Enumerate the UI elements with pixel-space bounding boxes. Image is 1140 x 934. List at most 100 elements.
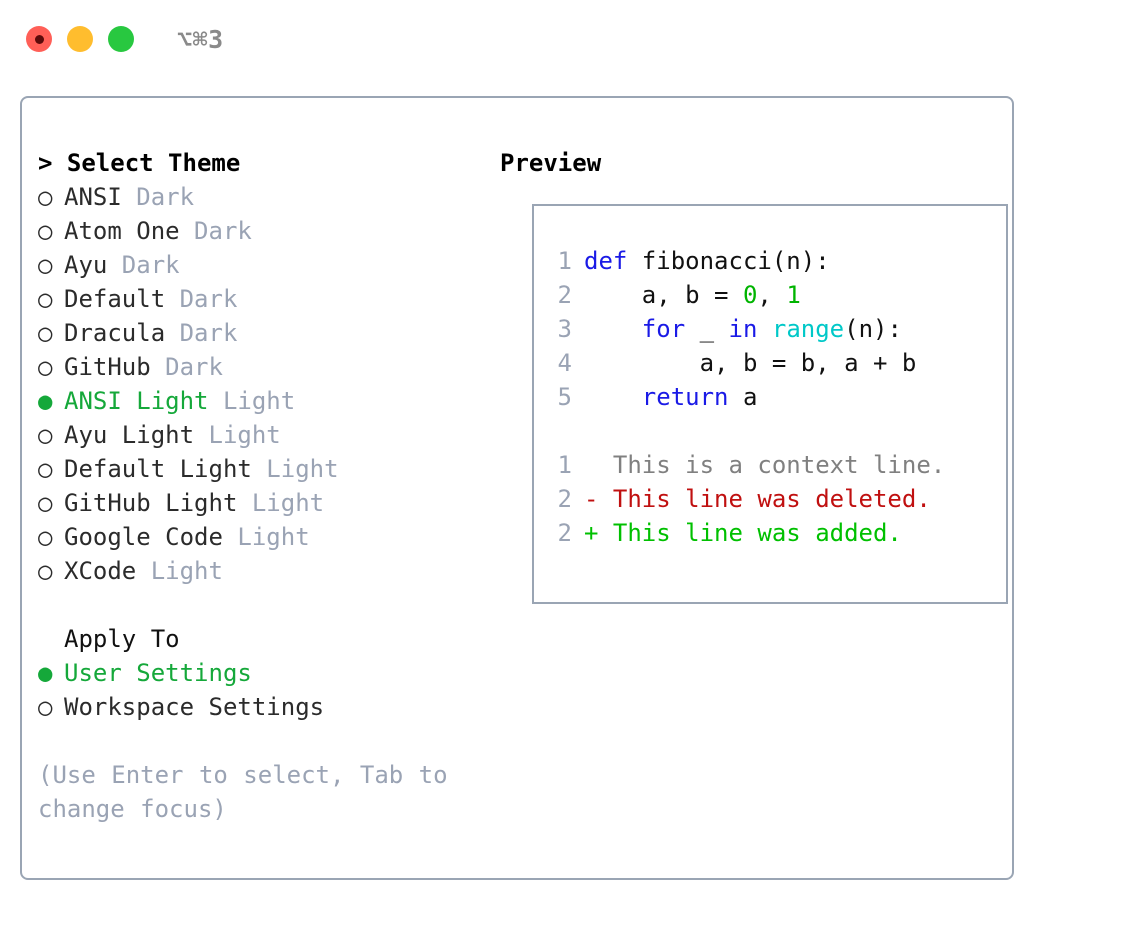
shortcut-label: ⌥⌘3 [177, 24, 224, 54]
page-title: Select Theme [66, 149, 241, 177]
radio-unselected-icon: ○ [38, 455, 53, 483]
theme-option-default[interactable]: ○Default Dark [38, 282, 478, 316]
code-token [757, 315, 771, 343]
code-line: 3 for _ in range(n): [546, 312, 1000, 346]
theme-option-label: Ayu Light [64, 421, 195, 449]
theme-option-tag: Light [251, 455, 339, 483]
hint-spacer [38, 724, 478, 758]
keyboard-hint: (Use Enter to select, Tab to change focu… [38, 761, 448, 823]
code-diff-separator [546, 414, 1000, 448]
theme-option-github-light[interactable]: ○ GitHub Light Light [38, 486, 478, 520]
code-token: return [641, 383, 729, 411]
theme-option-google-code[interactable]: ○ Google Code Light [38, 520, 478, 554]
radio-unselected-icon: ○ [38, 183, 53, 211]
line-number: 2 [557, 519, 572, 547]
radio-unselected-icon: ○ [38, 489, 53, 517]
theme-option-label: GitHub Light [64, 489, 238, 517]
close-button[interactable] [26, 26, 52, 52]
theme-option-ayu[interactable]: ○Ayu Dark [38, 248, 478, 282]
radio-unselected-icon: ○ [38, 523, 53, 551]
preview-header: Preview [500, 149, 602, 177]
theme-option-tag: Light [222, 523, 310, 551]
code-token: in [728, 315, 758, 343]
apply-to-option-label: Workspace Settings [64, 693, 325, 721]
theme-picker-column: > Select Theme ○ANSI Dark○Atom One Dark○… [38, 146, 478, 826]
line-number: 2 [557, 281, 572, 309]
code-line: 2 a, b = 0, 1 [546, 278, 1000, 312]
code-token: , [757, 281, 787, 309]
theme-option-label: Atom One [64, 217, 180, 245]
code-token: 1 [786, 281, 801, 309]
theme-option-github[interactable]: ○GitHub Dark [38, 350, 478, 384]
radio-unselected-icon: ○ [38, 693, 53, 721]
theme-option-tag: Light [237, 489, 325, 517]
theme-option-ayu-light[interactable]: ○ Ayu Light Light [38, 418, 478, 452]
code-token: 0 [742, 281, 758, 309]
theme-option-tag: Light [136, 557, 223, 585]
code-token: for [641, 315, 686, 343]
apply-to-header: Apply To [64, 625, 180, 653]
theme-option-xcode[interactable]: ○XCode Light [38, 554, 478, 588]
code-token: fibonacci(n): [627, 247, 830, 275]
theme-option-tag: Light [194, 421, 281, 449]
code-line: 4 a, b = b, a + b [546, 346, 1000, 380]
theme-option-label: ANSI [64, 183, 122, 211]
radio-unselected-icon: ○ [38, 319, 53, 347]
code-token: a, b = [584, 281, 743, 309]
apply-to-option-workspace-settings[interactable]: ○ Workspace Settings [38, 690, 478, 724]
theme-option-tag: Dark [165, 285, 238, 313]
code-line: 5 return a [546, 380, 1000, 414]
list-spacer [38, 588, 478, 622]
line-number: 3 [557, 315, 572, 343]
theme-picker-header: > Select Theme [38, 146, 478, 180]
theme-option-label: XCode [64, 557, 137, 585]
maximize-button[interactable] [108, 26, 134, 52]
line-number: 4 [557, 349, 572, 377]
theme-option-ansi-light[interactable]: ● ANSI Light Light [38, 384, 478, 418]
theme-option-tag: Dark [165, 319, 238, 347]
diff-line-add: 2+ This line was added. [546, 516, 1000, 550]
theme-option-label: Default [64, 285, 166, 313]
theme-option-ansi[interactable]: ○ ANSI Dark [38, 180, 478, 214]
theme-option-label: Dracula [64, 319, 166, 347]
theme-option-atom-one[interactable]: ○ Atom One Dark [38, 214, 478, 248]
line-number: 2 [557, 485, 572, 513]
theme-option-tag: Dark [121, 183, 195, 211]
radio-unselected-icon: ○ [38, 353, 53, 381]
line-number: 1 [557, 451, 572, 479]
diff-line-ctx: 1 This is a context line. [546, 448, 1000, 482]
theme-option-label: Google Code [64, 523, 223, 551]
diff-line-text: This is a context line. [584, 451, 946, 479]
minimize-button[interactable] [67, 26, 93, 52]
theme-option-tag: Dark [179, 217, 252, 245]
theme-option-tag: Light [208, 387, 296, 415]
line-number: 5 [557, 383, 572, 411]
diff-line-text: - This line was deleted. [584, 485, 931, 513]
code-token: _ [685, 315, 729, 343]
theme-option-tag: Dark [150, 353, 223, 381]
code-token [584, 315, 642, 343]
caret-prefix: > [38, 149, 67, 177]
theme-option-default-light[interactable]: ○ Default Light Light [38, 452, 478, 486]
code-token [584, 383, 642, 411]
apply-to-option-user-settings[interactable]: ●User Settings [38, 656, 478, 690]
apply-to-list: ●User Settings ○ Workspace Settings [38, 656, 478, 724]
code-token: (n): [844, 315, 902, 343]
theme-option-label: Ayu [64, 251, 108, 279]
radio-unselected-icon: ○ [38, 421, 53, 449]
radio-unselected-icon: ○ [38, 217, 53, 245]
code-token: a, b = b, a + b [584, 349, 917, 377]
radio-selected-icon: ● [38, 659, 53, 687]
radio-selected-icon: ● [38, 387, 53, 415]
theme-option-dracula[interactable]: ○ Dracula Dark [38, 316, 478, 350]
theme-option-label: Default Light [64, 455, 252, 483]
code-token: a [728, 383, 758, 411]
title-bar: ⌥⌘3 [0, 0, 1140, 78]
theme-option-label: ANSI Light [64, 387, 209, 415]
main-panel: > Select Theme ○ANSI Dark○Atom One Dark○… [20, 96, 1014, 880]
